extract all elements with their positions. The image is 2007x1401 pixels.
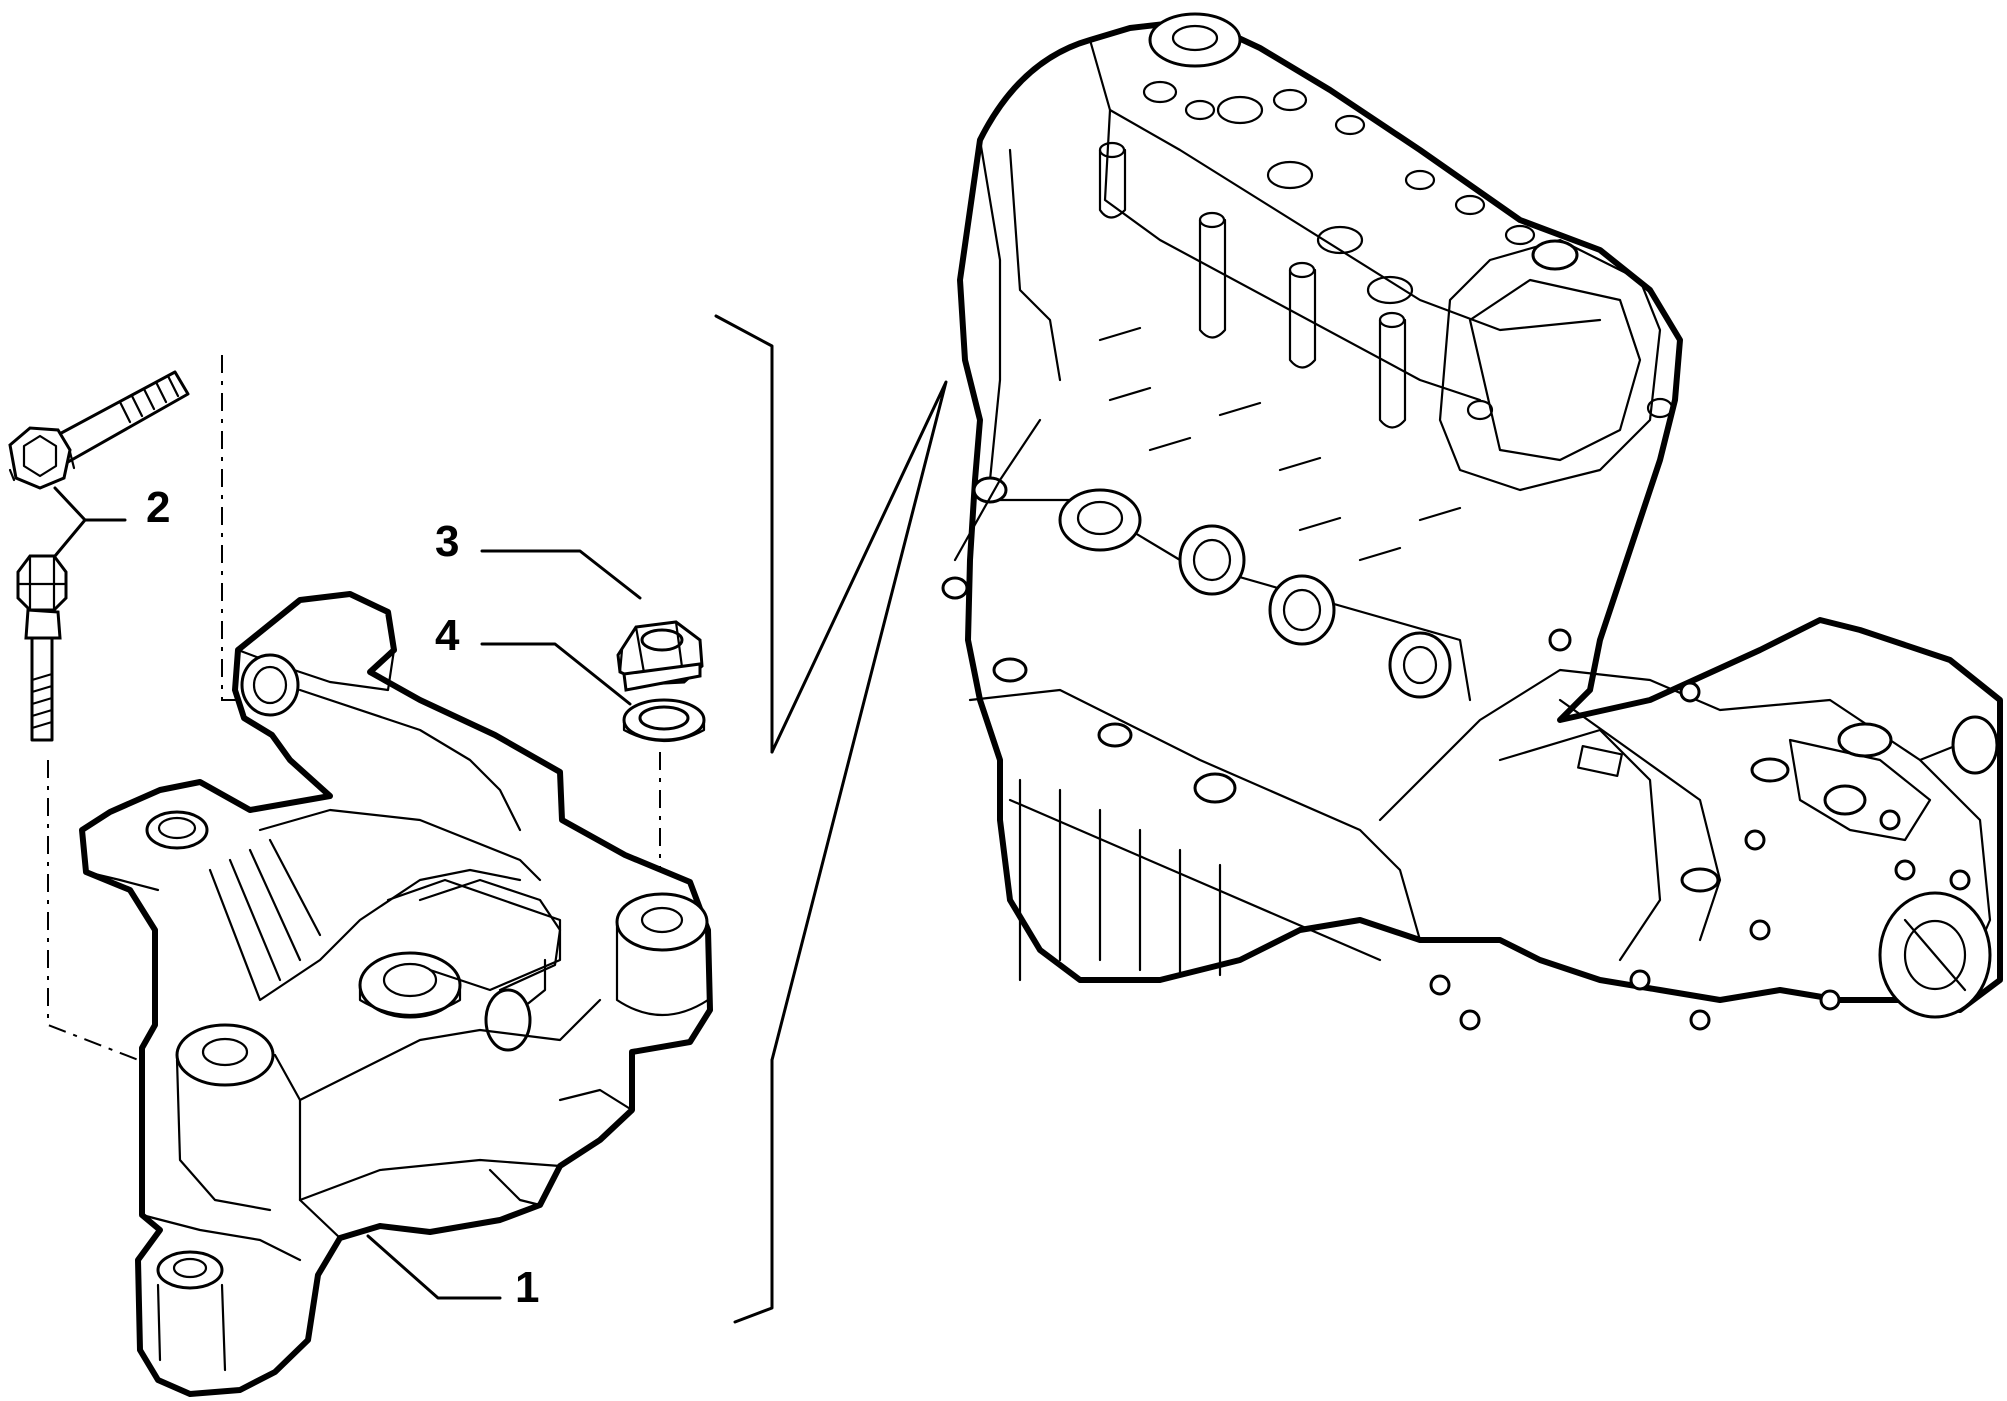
flange-nut-icon[interactable] [616,620,704,692]
assembly-axis-upper-bolt [221,355,240,701]
callout-1: 1 [515,1263,539,1312]
view-bracket [714,314,774,1324]
leader-line-4 [480,642,632,706]
callout-2: 2 [146,483,170,532]
leader-line-3 [480,549,642,600]
leader-line-2 [53,486,127,558]
callout-4: 4 [435,611,460,660]
engine-gearbox-assembly-icon [941,12,2003,1031]
engine-mount-bracket-icon[interactable] [79,591,713,1397]
callout-3-label: 3 [435,517,459,566]
leader-line-1 [366,1234,502,1300]
bolt-upper-icon[interactable] [8,370,190,490]
bolt-lower-icon[interactable] [16,554,68,742]
view-pointer-lines [770,380,948,1062]
washer-icon[interactable] [622,698,706,743]
